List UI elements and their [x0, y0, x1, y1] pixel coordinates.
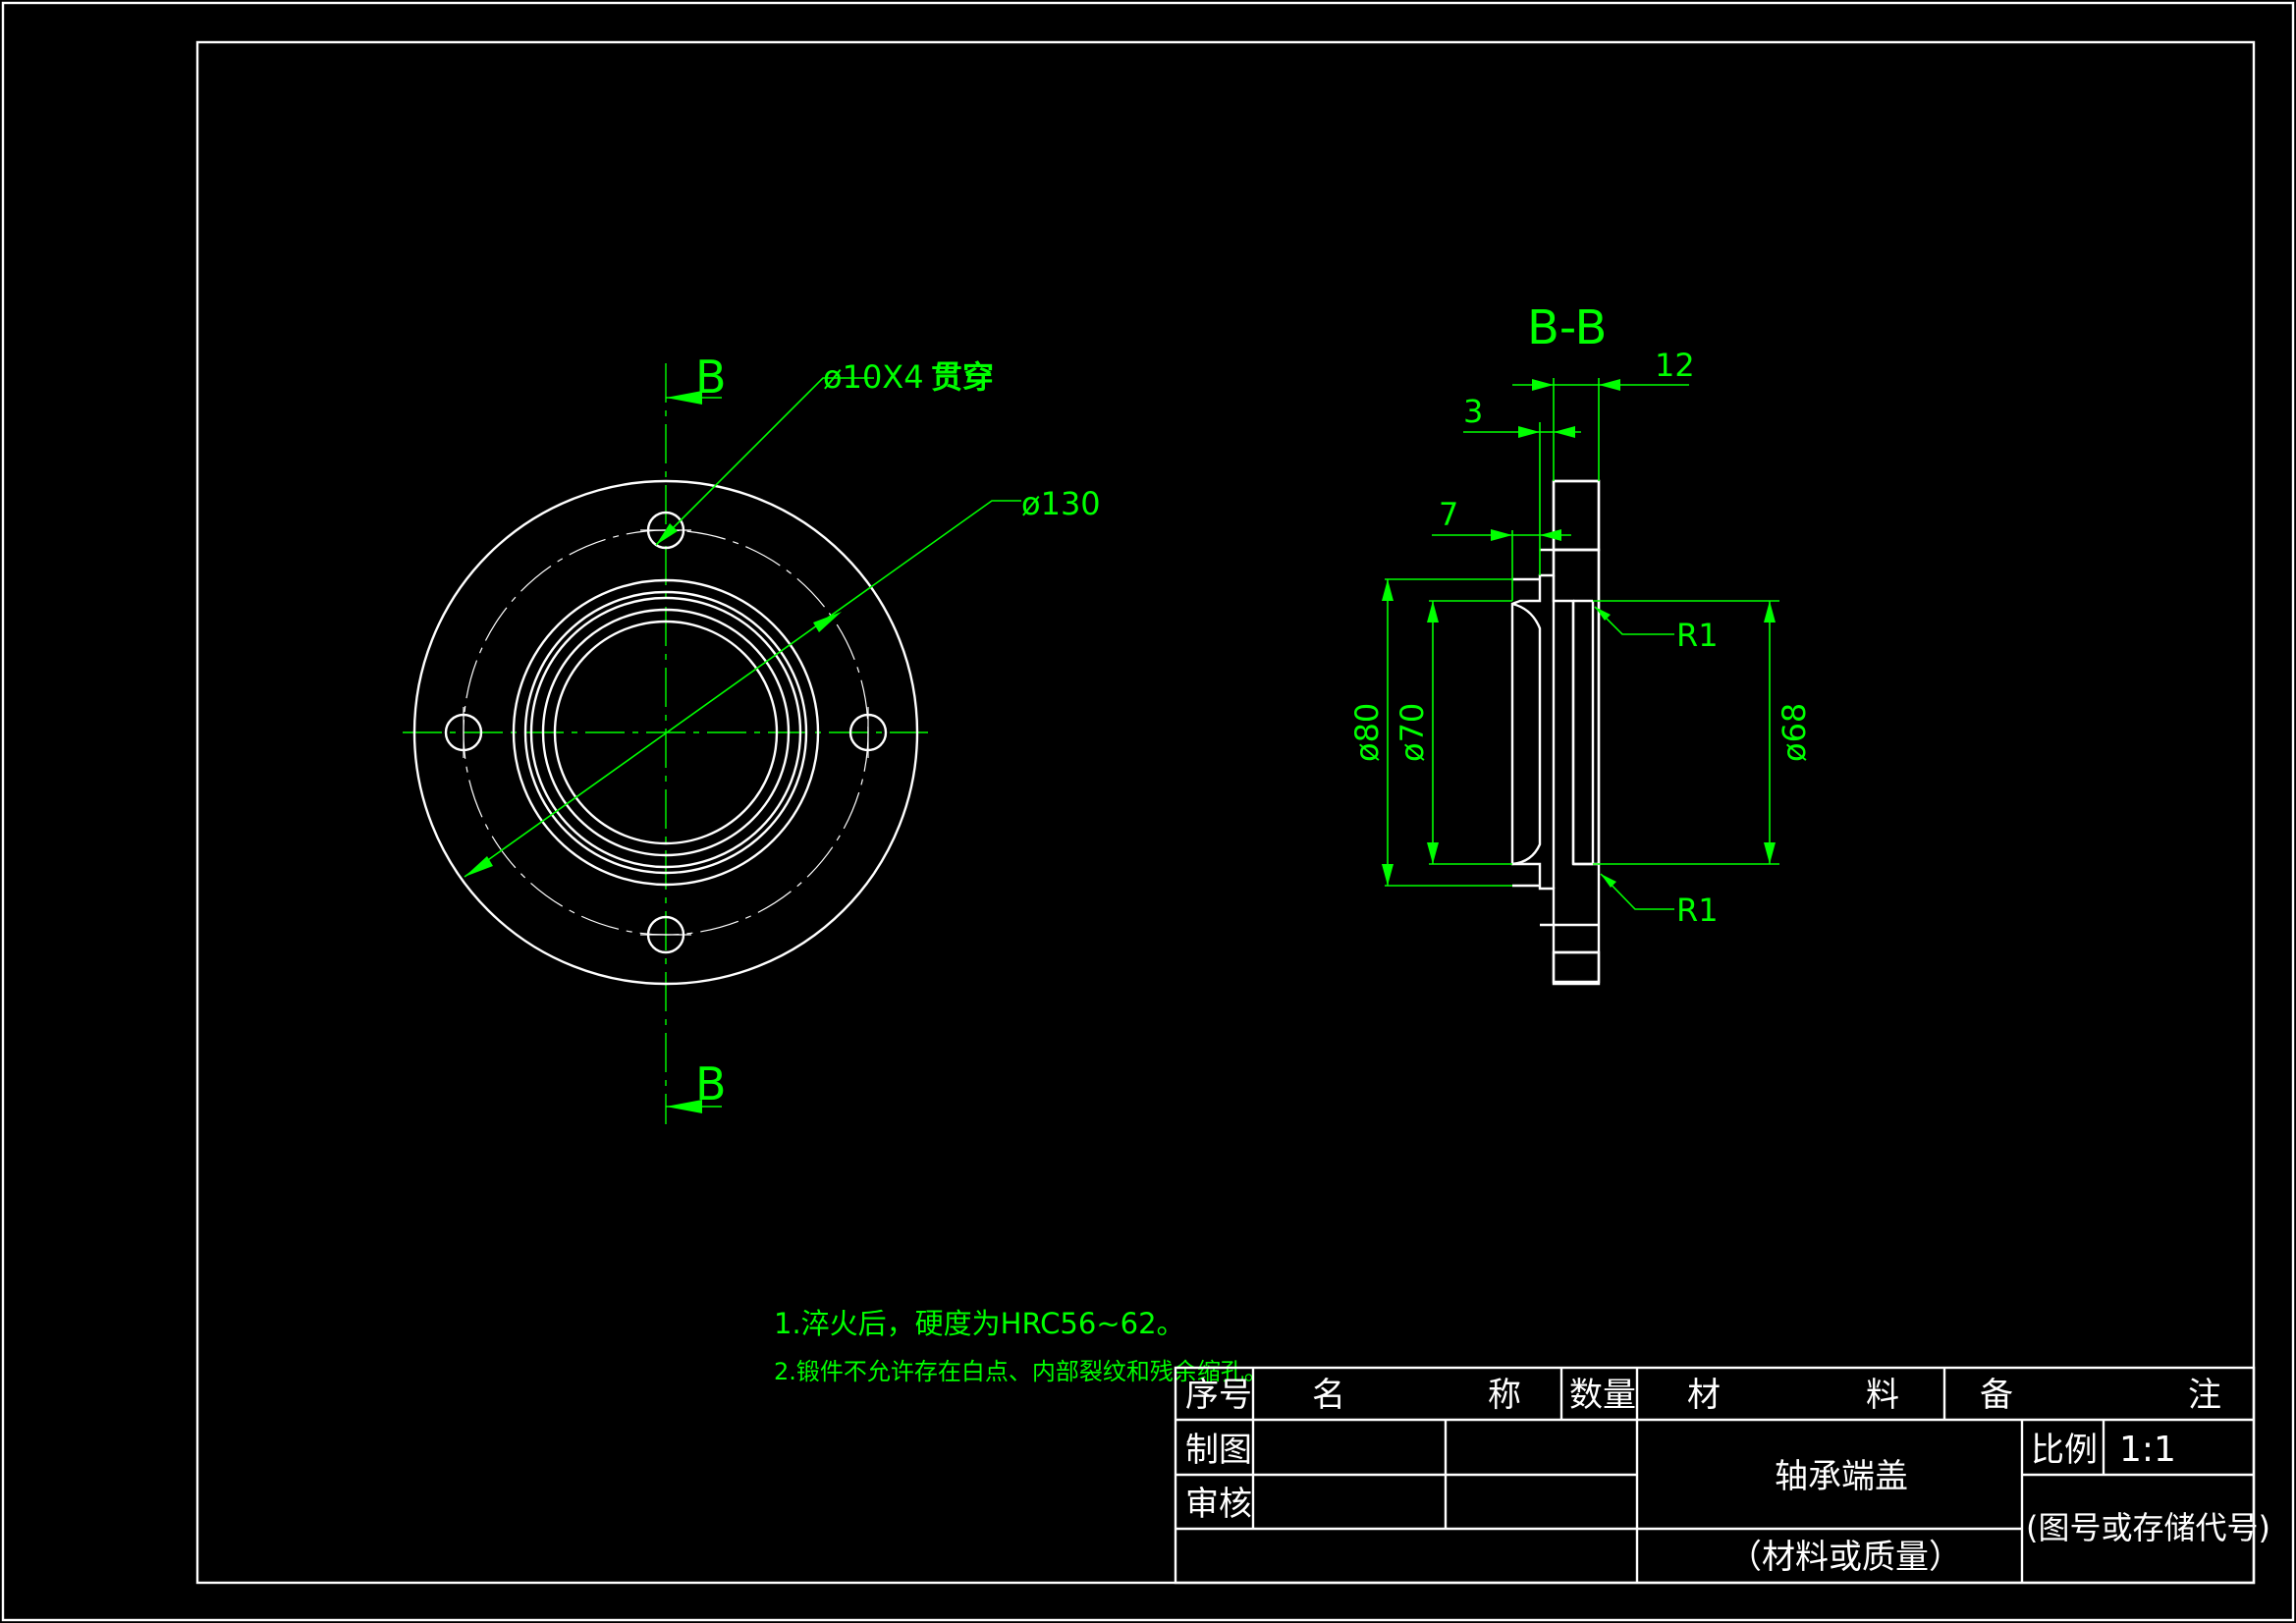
- section-outline: [1510, 479, 1601, 986]
- dim-dia-68-text: ø68: [1776, 703, 1813, 762]
- hole-callout-note: 贯穿: [931, 358, 994, 396]
- dim-12-text: 12: [1655, 347, 1695, 384]
- title-block: 序号 名 称 数量 材 料 备 注 制图 审核 轴承端盖 （材料或质量） 比例 …: [1174, 1366, 2270, 1585]
- note-1: 1.淬火后，硬度为HRC56~62。: [774, 1307, 1185, 1340]
- header-material-a: 材: [1687, 1376, 1721, 1415]
- section-title: B-B: [1527, 300, 1607, 355]
- inner-frame: [195, 40, 2256, 1585]
- scale-label: 比例: [2031, 1431, 2098, 1470]
- section-mark-bottom-label: B: [695, 1057, 727, 1110]
- outer-dia-leader: ø130: [464, 485, 1101, 878]
- dim-3-text: 3: [1463, 393, 1483, 430]
- section-mark-bottom: B: [666, 1057, 727, 1113]
- radius-top-text: R1: [1676, 617, 1719, 654]
- header-name-a: 名: [1312, 1376, 1345, 1415]
- radius-bottom: R1: [1600, 873, 1719, 929]
- dim-7-text: 7: [1439, 496, 1458, 533]
- header-material-b: 料: [1866, 1376, 1899, 1415]
- hole-callout-leader: ø10X4 贯穿: [655, 358, 994, 546]
- hole-callout-text: ø10X4: [823, 358, 924, 396]
- header-remark-b: 注: [2188, 1376, 2221, 1415]
- dim-dia-70-text: ø70: [1394, 703, 1431, 762]
- dim-12: 12: [1512, 347, 1695, 481]
- scale-value: 1:1: [2119, 1430, 2176, 1470]
- dim-dia-70: ø70: [1394, 600, 1512, 865]
- checked-by-label: 审核: [1185, 1485, 1252, 1524]
- header-qty: 数量: [1569, 1376, 1636, 1415]
- dim-dia-80: ø80: [1348, 578, 1512, 887]
- material-field: （材料或质量）: [1728, 1538, 1962, 1577]
- section-hatch-lower: [1552, 950, 1601, 984]
- dim-3: 3: [1463, 393, 1581, 575]
- bolt-hole-left: [444, 707, 483, 758]
- drawing-number: (图号或存储代号): [2026, 1509, 2270, 1546]
- dim-7: 7: [1432, 496, 1571, 601]
- note-2: 2.锻件不允许存在白点、内部裂纹和残余缩孔。: [774, 1358, 1268, 1385]
- front-view: B B ø10X4 贯穿 ø130: [403, 351, 1101, 1124]
- header-remark-a: 备: [1980, 1376, 2013, 1415]
- section-mark-top: B: [666, 351, 727, 405]
- radius-bottom-text: R1: [1676, 892, 1719, 929]
- dim-dia-68: ø68: [1593, 600, 1813, 865]
- outer-dia-text: ø130: [1021, 485, 1101, 522]
- bolt-hole-bottom: [640, 915, 691, 954]
- header-seq: 序号: [1185, 1376, 1252, 1415]
- part-name: 轴承端盖: [1775, 1457, 1908, 1496]
- bolt-hole-right: [848, 707, 888, 758]
- section-view: B-B: [1348, 300, 1813, 986]
- radius-top: R1: [1594, 606, 1719, 654]
- technical-notes: 1.淬火后，硬度为HRC56~62。 2.锻件不允许存在白点、内部裂纹和残余缩孔…: [774, 1307, 1268, 1385]
- dim-dia-80-text: ø80: [1348, 703, 1386, 762]
- header-name-b: 称: [1488, 1376, 1521, 1415]
- section-mark-top-label: B: [695, 351, 727, 404]
- drawn-by-label: 制图: [1185, 1431, 1252, 1470]
